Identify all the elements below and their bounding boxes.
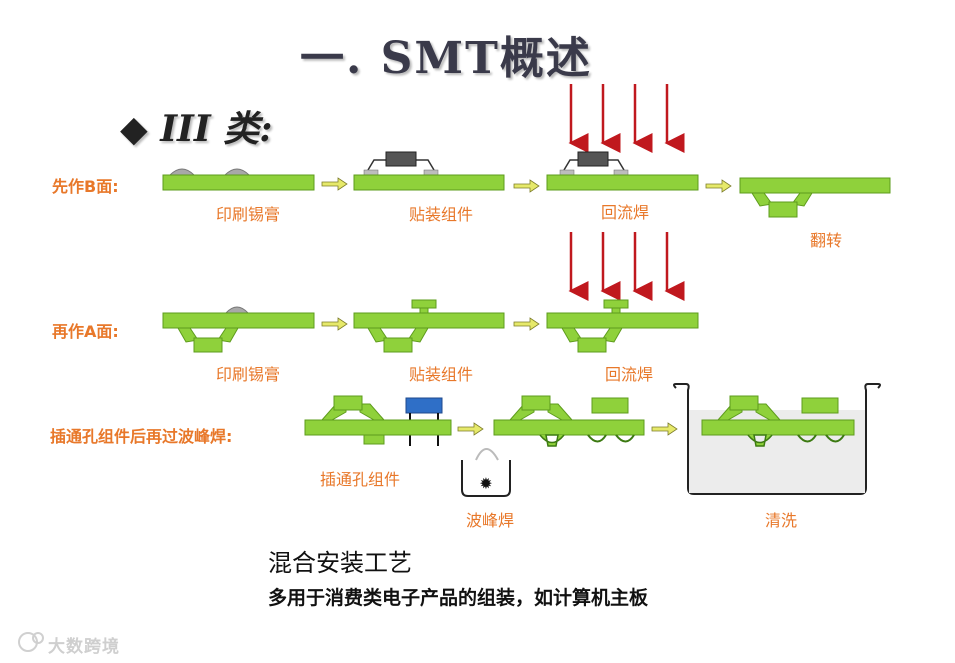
flow-arrow <box>321 177 348 191</box>
component-leads <box>367 159 435 171</box>
reflowed-joint <box>547 403 574 421</box>
bottom-component <box>363 434 385 445</box>
footer-title: 混合安装工艺 <box>268 549 412 577</box>
cleaning-tank <box>673 383 881 495</box>
step-a-reflow <box>546 299 699 353</box>
component-stand <box>419 307 429 314</box>
top-component <box>411 299 437 309</box>
step-label-b-reflow: 回流焊 <box>600 203 650 222</box>
step-label-a-place: 贴装组件 <box>408 365 474 384</box>
through-hole-component <box>591 397 629 414</box>
chip-component <box>577 151 609 167</box>
step-b-flip <box>739 177 891 218</box>
step-label-b-flip: 翻转 <box>809 231 843 250</box>
wave-solder-fillet <box>747 434 773 447</box>
sun-icon: ✹ <box>479 474 492 493</box>
class-label: ◆ III 类: <box>120 108 273 150</box>
solder-paste-dome <box>223 168 251 176</box>
flow-arrow <box>705 179 732 193</box>
wave-solder-pot: ✹ <box>461 448 511 497</box>
wave-solder-fillet <box>825 434 845 443</box>
top-component <box>521 395 551 411</box>
step-label-th-insert: 插通孔组件 <box>319 470 401 489</box>
pcb-board <box>546 312 699 329</box>
solder-paste-dome <box>224 306 250 314</box>
step-th-clean <box>673 383 881 495</box>
pcb-board <box>353 174 505 191</box>
bottom-component <box>193 337 223 353</box>
solder-bath <box>461 460 511 497</box>
flow-arrow <box>513 317 540 331</box>
wave-solder-fillet <box>539 434 565 447</box>
logo-circle <box>32 632 44 644</box>
pcb-board <box>304 419 452 436</box>
step-label-a-print: 印刷锡膏 <box>215 365 281 384</box>
flow-arrow <box>321 317 348 331</box>
bottom-component <box>577 337 607 353</box>
component-stand <box>611 307 621 314</box>
step-a-place <box>353 299 505 353</box>
step-label-b-place: 贴装组件 <box>408 205 474 224</box>
step-label-th-wave: 波峰焊 <box>465 511 515 530</box>
solder-pad <box>363 169 379 176</box>
top-component <box>729 395 759 411</box>
step-label-th-clean: 清洗 <box>764 511 798 530</box>
solder-wave <box>475 448 499 461</box>
component-leads <box>563 159 625 171</box>
pcb-board <box>739 177 891 194</box>
step-label-b-print: 印刷锡膏 <box>215 205 281 224</box>
step-a-print <box>162 306 315 353</box>
row-label-b-side: 先作B面: <box>52 177 119 196</box>
top-component <box>333 395 363 411</box>
step-b-place <box>353 151 505 191</box>
wave-solder-fillet <box>797 434 817 443</box>
footer-description: 多用于消费类电子产品的组装，如计算机主板 <box>268 587 649 609</box>
pcb-board <box>162 312 315 329</box>
step-th-wave-board <box>493 395 645 447</box>
pcb-board <box>162 174 315 191</box>
pcb-board <box>701 419 855 436</box>
step-label-a-reflow: 回流焊 <box>604 365 654 384</box>
solder-pad <box>613 169 629 176</box>
page-title: 一. SMT概述 <box>300 33 592 84</box>
pcb-board <box>546 174 699 191</box>
through-hole-component <box>405 397 443 414</box>
flow-arrow <box>513 179 540 193</box>
chip-component <box>385 151 417 167</box>
wave-solder-fillet <box>615 434 635 443</box>
solder-pad <box>423 169 439 176</box>
flow-arrows <box>321 177 732 436</box>
bottom-component <box>768 201 798 218</box>
solder-pad <box>559 169 575 176</box>
top-component <box>603 299 629 309</box>
reflowed-joint <box>359 403 386 421</box>
wave-solder-fillet <box>587 434 607 443</box>
step-b-reflow <box>546 84 699 191</box>
through-hole-component <box>801 397 839 414</box>
flow-arrow <box>651 422 678 436</box>
solder-paste-dome <box>168 168 196 176</box>
row-label-a-side: 再作A面: <box>52 322 119 341</box>
row-label-through-hole: 插通孔组件后再过波峰焊: <box>50 427 233 446</box>
pcb-board <box>493 419 645 436</box>
watermark-logo <box>18 632 44 652</box>
step-th-insert <box>304 395 452 446</box>
watermark-text: 大数跨境 <box>48 637 120 657</box>
flow-arrow <box>457 422 484 436</box>
pcb-board <box>353 312 505 329</box>
step-a-reflow-heat <box>568 232 685 301</box>
step-b-print <box>162 168 315 191</box>
bottom-component <box>383 337 413 353</box>
